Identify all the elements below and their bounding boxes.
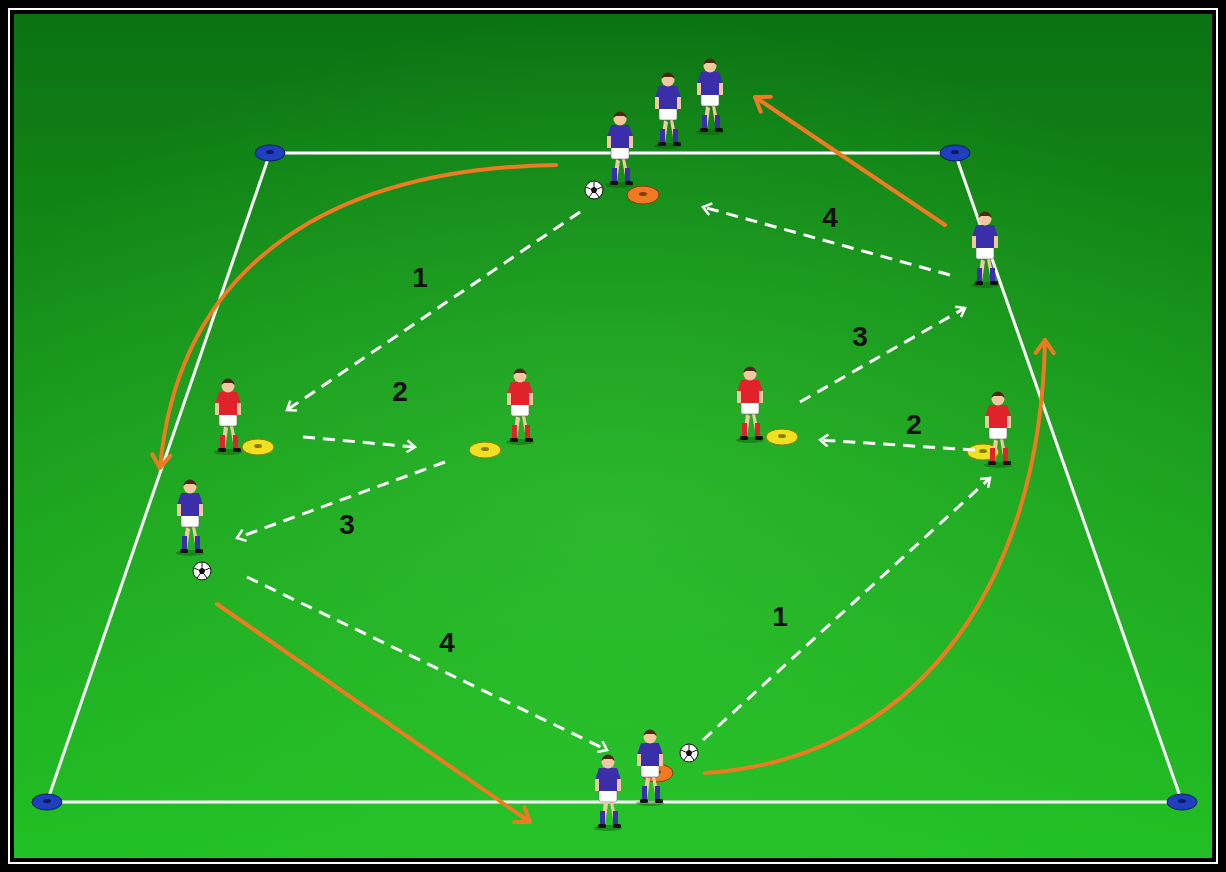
pass-arrows bbox=[237, 207, 990, 750]
grass bbox=[14, 14, 1212, 858]
callout-number: 4 bbox=[439, 629, 455, 657]
players bbox=[176, 59, 1012, 832]
grass-glow bbox=[14, 14, 1212, 858]
callout-number: 3 bbox=[339, 511, 355, 539]
corner-cones bbox=[32, 145, 1197, 810]
callout-number: 3 bbox=[852, 323, 868, 351]
run-arrows bbox=[160, 97, 1045, 822]
frame-line bbox=[9, 9, 1217, 863]
callout-number: 4 bbox=[822, 204, 838, 232]
callout-number: 1 bbox=[772, 603, 788, 631]
pitch-lines bbox=[47, 153, 1182, 802]
callout-number: 2 bbox=[906, 411, 922, 439]
callout-number: 1 bbox=[412, 264, 428, 292]
balls bbox=[193, 181, 698, 762]
marker-discs bbox=[242, 186, 999, 782]
callout-number: 2 bbox=[392, 378, 408, 406]
